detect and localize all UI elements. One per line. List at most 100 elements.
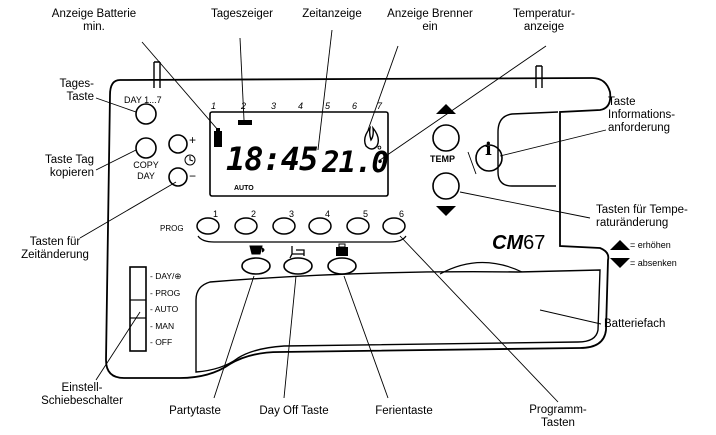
prog-key-2[interactable] bbox=[234, 217, 258, 235]
arrow-up-icon bbox=[436, 104, 456, 114]
switch-pos-day: - DAY/⊕ bbox=[150, 271, 182, 281]
callout-copy-day-line1: Taste Tag bbox=[44, 154, 94, 166]
brand-logo: CM67 bbox=[492, 232, 545, 254]
party-cup-icon bbox=[249, 245, 265, 255]
callout-temp-change-line1: Tasten für Tempe- bbox=[596, 204, 688, 216]
day-off-chair-icon bbox=[289, 246, 305, 259]
temp-up-key[interactable] bbox=[432, 124, 460, 152]
mode-indicator: AUTO bbox=[234, 185, 254, 192]
clock-icon-hands bbox=[189, 156, 194, 162]
arrow-down-icon bbox=[436, 206, 456, 216]
minus-label: − bbox=[189, 169, 197, 183]
callout-copy-day-key: Taste Tag kopieren bbox=[20, 154, 94, 180]
callout-switch-line1: Einstell- bbox=[61, 382, 103, 394]
device-body bbox=[105, 77, 612, 379]
callout-time-change-line1: Tasten für bbox=[29, 236, 81, 248]
callout-day-key: Tages- Taste bbox=[30, 78, 94, 104]
callout-info-line1: Taste bbox=[608, 96, 636, 108]
legend-increase: = erhöhen bbox=[630, 240, 671, 250]
battery-low-icon bbox=[214, 131, 222, 147]
flame-icon bbox=[363, 125, 380, 150]
switch-pos-auto: - AUTO bbox=[150, 304, 179, 314]
callout-info-line3: anforderung bbox=[608, 122, 671, 134]
switch-pos-prog: - PROG bbox=[150, 287, 181, 298]
callout-burner-line1: Anzeige Brenner bbox=[387, 8, 473, 20]
model-number: 67 bbox=[523, 232, 546, 254]
info-key[interactable] bbox=[475, 144, 503, 172]
callout-day-key-line2: Taste bbox=[66, 91, 95, 103]
callout-burner-display: Anzeige Brenner ein bbox=[382, 8, 478, 34]
time-minus-key[interactable] bbox=[168, 167, 188, 187]
prog-key-6[interactable] bbox=[382, 217, 406, 235]
day-number-1: 1 bbox=[211, 101, 217, 111]
callout-program-line1: Programm- bbox=[529, 404, 587, 416]
callout-info-key: Taste Informations- anforderung bbox=[608, 96, 712, 135]
callout-time-change-keys: Tasten für Zeitänderung bbox=[14, 236, 96, 262]
callout-time-display: Zeitanzeige bbox=[302, 8, 362, 20]
copy-day-key[interactable] bbox=[135, 137, 157, 159]
callout-temp-change-keys: Tasten für Tempe- raturänderung bbox=[596, 204, 714, 230]
temp-key-label: TEMP bbox=[430, 154, 456, 164]
brand-name: CM bbox=[492, 232, 524, 254]
hinge-left bbox=[153, 61, 161, 88]
callout-program-keys: Programm- Tasten bbox=[514, 404, 602, 430]
callout-copy-day-line2: kopieren bbox=[49, 167, 94, 179]
copy-day-label-line2: DAY bbox=[137, 171, 155, 181]
prog-key-1[interactable] bbox=[196, 217, 220, 235]
callout-switch-line2: Schiebeschalter bbox=[41, 395, 123, 407]
day-number-5: 5 bbox=[325, 101, 331, 111]
callout-program-line2: Tasten bbox=[541, 417, 575, 429]
legend-decrease: = absenken bbox=[630, 258, 677, 268]
callout-day-off-key: Day Off Taste bbox=[259, 405, 329, 417]
program-keys bbox=[196, 217, 406, 235]
hinge-right bbox=[535, 65, 543, 88]
switch-pos-man: - MAN bbox=[150, 320, 175, 331]
switch-position-labels: - DAY/⊕ - PROG - AUTO - MAN - OFF bbox=[150, 268, 182, 351]
callout-battery-min-line1: Anzeige Batterie bbox=[51, 8, 137, 20]
switch-pos-off: - OFF bbox=[150, 337, 173, 347]
callout-temp-change-line2: raturänderung bbox=[596, 217, 669, 229]
holiday-key[interactable] bbox=[327, 257, 357, 275]
info-window bbox=[497, 111, 559, 187]
legend-down-arrow-icon bbox=[610, 258, 630, 268]
legend-up-arrow-icon bbox=[610, 240, 630, 250]
time-plus-key[interactable] bbox=[168, 134, 188, 154]
callout-battery-compartment: Batteriefach bbox=[604, 318, 666, 330]
time-readout: 18:45 bbox=[226, 140, 318, 178]
callout-time-change-line2: Zeitänderung bbox=[21, 249, 89, 261]
callout-temp-line2: anzeige bbox=[523, 21, 565, 33]
clock-icon bbox=[184, 154, 196, 166]
prog-key-3[interactable] bbox=[272, 217, 296, 235]
prog-number-5: 5 bbox=[363, 209, 369, 219]
holiday-suitcase-icon bbox=[336, 247, 348, 256]
day-number-4: 4 bbox=[298, 101, 304, 111]
prog-key-bracket bbox=[197, 235, 407, 243]
prog-key-5[interactable] bbox=[346, 217, 370, 235]
callout-lines bbox=[79, 29, 607, 403]
temperature-readout: 21.0 bbox=[322, 145, 389, 179]
prog-label: PROG bbox=[160, 224, 184, 233]
prog-number-6: 6 bbox=[399, 209, 405, 219]
day-key-label: DAY 1...7 bbox=[124, 95, 162, 105]
prog-key-4[interactable] bbox=[308, 217, 332, 235]
day-off-key[interactable] bbox=[283, 257, 313, 275]
temp-down-key[interactable] bbox=[432, 172, 460, 200]
degree-symbol: ° bbox=[377, 143, 382, 157]
callout-temp-line1: Temperatur- bbox=[513, 8, 575, 20]
holiday-suitcase-handle bbox=[338, 243, 346, 248]
party-key[interactable] bbox=[241, 257, 271, 275]
day-number-6: 6 bbox=[352, 101, 358, 111]
slide-switch[interactable] bbox=[129, 266, 147, 352]
prog-number-4: 4 bbox=[325, 209, 331, 219]
day-number-7: 7 bbox=[377, 101, 383, 111]
battery-cover bbox=[195, 269, 601, 373]
copy-day-label-line1: COPY bbox=[133, 160, 159, 170]
callout-day-key-line1: Tages- bbox=[59, 78, 94, 90]
plus-label: + bbox=[189, 133, 197, 147]
callout-day-pointer: Tageszeiger bbox=[210, 8, 273, 20]
callout-temperature-display: Temperatur- anzeige bbox=[502, 8, 586, 34]
day-key[interactable] bbox=[135, 103, 157, 125]
battery-cover-arc bbox=[439, 261, 523, 275]
day-number-2: 2 bbox=[241, 101, 247, 111]
